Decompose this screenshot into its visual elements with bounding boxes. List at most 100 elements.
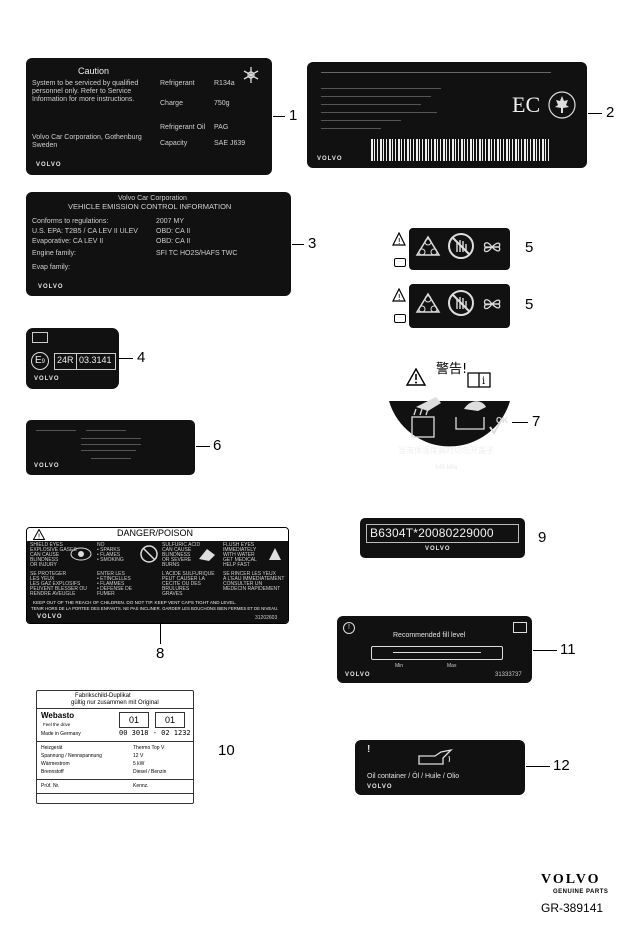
label-2-line-f xyxy=(321,128,381,129)
label-4-divider xyxy=(76,354,77,369)
label-4-e-mark: E9 24R 03.3141 VOLVO xyxy=(26,328,119,389)
label-8-c4-l1: FLUSH EYES xyxy=(223,542,255,548)
acid-hand-icon xyxy=(199,549,215,561)
label-6-line-a xyxy=(36,430,76,431)
label-1-r4-v: SAE J639 xyxy=(214,140,246,147)
label-8-c1-l2: EXPLOSIVE GASES xyxy=(30,547,77,553)
label-1-line-1: System to be serviced by qualified xyxy=(32,80,139,87)
label-10-tagline: Feel the drive xyxy=(43,722,71,727)
label-8-fr-c3-l5: GRAVES xyxy=(162,591,183,597)
label-11-min: Min xyxy=(395,663,404,669)
label-2-ec-mark: EC xyxy=(512,92,541,117)
label-7-pressure: 145 kPa xyxy=(435,465,458,471)
label-10-header-rule xyxy=(37,708,193,709)
label-9-brand: VOLVO xyxy=(425,546,451,552)
label-12-warn: ! xyxy=(367,744,371,755)
label-10-box1: 01 xyxy=(119,712,149,728)
callout-3: 3 xyxy=(308,235,317,252)
label-8-fr-c1-l5: RENDRE AVEUGLE xyxy=(30,591,76,597)
label-1-ac-caution: Caution System to be serviced by qualifi… xyxy=(26,58,272,175)
label-6-line-e xyxy=(81,450,136,451)
label-10-rule-3 xyxy=(37,779,193,780)
figure-reference: GR-389141 xyxy=(541,901,604,915)
label-7-warning-header: 警告! xyxy=(436,362,468,377)
callout-4-line xyxy=(119,358,133,359)
label-3-r4-v: SFI TC HO2S/HAFS TWC xyxy=(156,250,238,257)
label-8-c4-l4: GET MEDICAL xyxy=(223,557,257,563)
label-8-brand: VOLVO xyxy=(37,614,63,620)
label-10-r1-k: Heizgerät xyxy=(41,745,63,751)
label-10-webasto-plate: Fabrikschild-Duplikat gültig nur zusamme… xyxy=(36,690,194,804)
label-8-footer-1: KEEP OUT OF THE REACH OF CHILDREN. DO NO… xyxy=(33,600,237,605)
label-11-tank xyxy=(371,646,503,660)
label-8-c4-l2: IMMEDIATELY xyxy=(223,547,257,553)
label-4-e-number: 9 xyxy=(41,359,45,365)
label-8-c2-l3: • FLAMES xyxy=(97,552,121,558)
label-4-e-circle: E9 xyxy=(31,352,49,370)
label-3-r1-k: Conforms to regulations: xyxy=(32,218,109,225)
label-3-r3-k: Evaporative: CA LEV II xyxy=(32,238,104,245)
label-11-book-icon xyxy=(513,622,527,633)
callout-2-line xyxy=(588,113,602,114)
label-6-line-b xyxy=(86,430,126,431)
label-8-fr-c2-l1: ENTER LES xyxy=(97,571,125,577)
label-8-header: ! DANGER/POISON xyxy=(27,528,288,542)
label-3-r5-k: Evap family: xyxy=(32,264,71,271)
callout-5a: 5 xyxy=(525,239,534,256)
label-4-e-letter: E xyxy=(34,355,42,366)
callout-1-line xyxy=(273,116,285,117)
label-8-fr-c3-l4: BRULURES xyxy=(162,586,190,592)
label-5a-small-icon xyxy=(394,258,406,267)
svg-text:!: ! xyxy=(38,533,41,541)
label-2-line-e xyxy=(321,120,401,121)
label-11-brand: VOLVO xyxy=(345,672,371,678)
label-1-r2-k: Charge xyxy=(160,100,183,107)
label-8-c3-l2: CAN CAUSE xyxy=(162,547,192,553)
label-10-header-2: gültig nur zusammen mit Original xyxy=(71,700,159,706)
svg-text:!: ! xyxy=(398,237,401,246)
label-8-c3-l5: BURNS xyxy=(162,562,180,568)
fan-icon xyxy=(483,242,501,253)
label-12-text: Oil container / Öl / Huile / Olio xyxy=(367,773,460,780)
label-10-header-1: Fabrikschild-Duplikat xyxy=(75,693,131,699)
label-2-barcode xyxy=(371,139,551,161)
callout-6-line xyxy=(196,446,210,447)
label-6-line-c xyxy=(81,438,141,439)
genuine-parts-text: GENUINE PARTS xyxy=(553,889,609,895)
label-9-engine-code: B6304T*20080229000 VOLVO xyxy=(360,518,525,558)
label-8-fr-c1-l4: PEUVENT BLESSER OU xyxy=(30,586,87,592)
label-1-title: Caution xyxy=(78,66,110,76)
callout-11: 11 xyxy=(560,641,576,658)
label-2-line-b xyxy=(321,96,431,97)
callout-3-line xyxy=(292,244,304,245)
label-10-r1-v: Thermo Top V xyxy=(133,745,165,751)
label-4-code: 03.3141 xyxy=(79,355,112,365)
volvo-logo: VOLVO xyxy=(541,872,601,887)
label-4-reg-box: 24R 03.3141 xyxy=(54,353,116,370)
label-2-vehicle-certification: EC VOLVO xyxy=(307,62,587,168)
label-4-reg: 24R xyxy=(57,355,74,365)
label-1-r2-v: 750g xyxy=(214,100,230,107)
callout-1: 1 xyxy=(289,107,298,124)
label-10-r2-v: 12 V xyxy=(133,753,144,759)
label-2-brand: VOLVO xyxy=(317,156,343,162)
label-8-c3-l1: SULFURIC ACID xyxy=(162,542,201,548)
label-10-r4-v: Diesel / Benzin xyxy=(133,769,167,775)
label-8-c3-l4: OR SEVERE xyxy=(162,557,192,563)
eye-wash-icon xyxy=(269,548,281,560)
label-1-r4-k: Capacity xyxy=(160,140,188,147)
callout-9: 9 xyxy=(538,529,547,546)
label-3-r1-v: 2007 MY xyxy=(156,218,185,225)
label-6-line-d xyxy=(81,444,141,445)
label-1-r1-v: R134a xyxy=(214,80,235,87)
label-5b-fan-warning xyxy=(409,284,510,328)
callout-5b: 5 xyxy=(525,296,534,313)
label-1-r1-k: Refrigerant xyxy=(160,80,195,87)
label-8-fr-c1-l1: SE PROTEGER xyxy=(30,571,67,577)
label-11-text: Recommended fill level xyxy=(393,632,466,639)
callout-6: 6 xyxy=(213,437,222,454)
label-3-r2-k: U.S. EPA: T2B5 / CA LEV II ULEV xyxy=(32,228,138,235)
label-3-r3-v: OBD: CA II xyxy=(156,238,191,245)
engine-belt-icon xyxy=(415,292,441,313)
label-6-brand: VOLVO xyxy=(34,463,60,469)
